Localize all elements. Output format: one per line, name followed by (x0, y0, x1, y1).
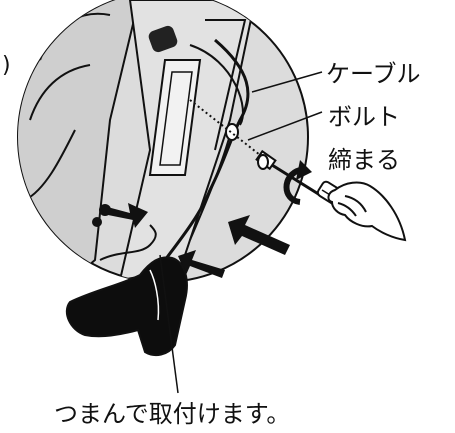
arrow-upper-right (228, 215, 290, 255)
right-hand (327, 181, 407, 242)
caption: つまんで取付けます。 (54, 400, 290, 428)
cable-line (163, 38, 250, 261)
tighten-label: 締まる (328, 146, 400, 174)
bolt-part (255, 149, 277, 171)
bolt-label: ボルト (328, 103, 400, 131)
arrow-left (100, 203, 148, 228)
rotation-arrow (283, 160, 312, 205)
edge-mark: ) (2, 53, 11, 78)
leader-lines (159, 71, 323, 394)
push-arrows (100, 203, 290, 278)
detail-circle (17, 0, 309, 283)
left-hand (65, 256, 188, 357)
arrow-lower-right (178, 250, 225, 278)
cable-label: ケーブル (326, 60, 421, 88)
